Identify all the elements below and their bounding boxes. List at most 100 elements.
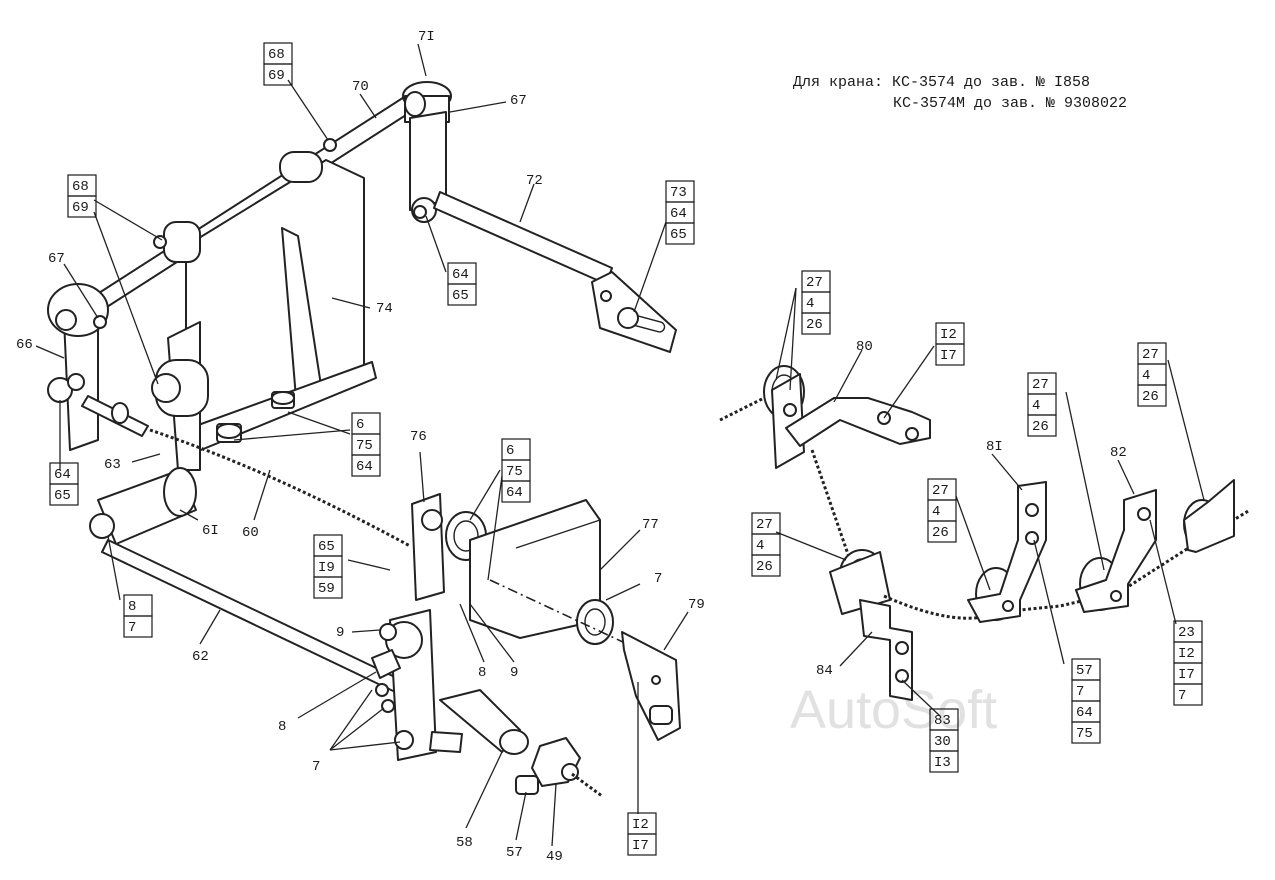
callout-box [929, 750, 959, 773]
callout-label: 4 [806, 296, 814, 312]
callout-label: 72 [526, 173, 543, 189]
callout-label: 30 [934, 734, 951, 750]
callout-box [1071, 721, 1101, 744]
callout-label: 76 [410, 429, 427, 445]
chain-60 [149, 428, 411, 548]
callout-label: 84 [816, 663, 833, 679]
lower-rod [101, 539, 419, 701]
callout-label: 67 [510, 93, 527, 109]
callout-label: 58 [456, 835, 473, 851]
callout-label: I7 [1178, 667, 1195, 683]
callout-box [1173, 683, 1203, 706]
bracket-79 [621, 631, 681, 741]
right-leaders [775, 287, 1205, 717]
callout-label: 7 [1076, 684, 1084, 700]
callout-label: 64 [452, 267, 469, 283]
callout-label: 57 [1076, 663, 1093, 679]
callout-label: 64 [670, 206, 687, 222]
callout-box [665, 222, 695, 245]
callout-label: I2 [1178, 646, 1195, 662]
callout-label: I3 [934, 755, 951, 771]
callout-label: 64 [54, 467, 71, 483]
callout-label: 27 [1142, 347, 1159, 363]
callout-label: 69 [72, 200, 89, 216]
callout-label: 9 [336, 625, 344, 641]
left-leaders [35, 43, 689, 847]
bracket-81 [967, 481, 1047, 623]
bracket-82 [1075, 489, 1157, 613]
callout-label: 26 [1032, 419, 1049, 435]
callout-box [501, 480, 531, 503]
callout-label: I2 [940, 327, 957, 343]
callout-label: 26 [756, 559, 773, 575]
callout-label: 65 [452, 288, 469, 304]
callout-box [935, 343, 965, 366]
callout-label: 26 [1142, 389, 1159, 405]
header-line-1: Для крана: КС-3574 до зав. № I858 [793, 74, 1090, 91]
callout-label: I2 [632, 817, 649, 833]
callout-label: 26 [806, 317, 823, 333]
callout-box [1027, 414, 1057, 437]
link-58 [439, 689, 521, 753]
coil-spring [576, 599, 614, 645]
callout-label: 64 [356, 459, 373, 475]
callout-box [263, 63, 293, 86]
callout-label: 66 [16, 337, 33, 353]
bracket-right [1183, 479, 1235, 553]
callout-label: 65 [670, 227, 687, 243]
callout-label: 64 [506, 485, 523, 501]
callout-label: 26 [932, 525, 949, 541]
callout-label: 79 [688, 597, 705, 613]
callout-box [67, 195, 97, 218]
callout-label: 75 [506, 464, 523, 480]
callout-label: 27 [1032, 377, 1049, 393]
callout-label: 4 [756, 538, 764, 554]
callout-label: 64 [1076, 705, 1093, 721]
callout-label: 7 [312, 759, 320, 775]
callout-label: 49 [546, 849, 563, 865]
callout-label: 23 [1178, 625, 1195, 641]
callout-label: 27 [756, 517, 773, 533]
callout-label: 8 [478, 665, 486, 681]
callout-label: 75 [1076, 726, 1093, 742]
callout-box [49, 483, 79, 506]
callout-label: 8 [128, 599, 136, 615]
callout-label: 75 [356, 438, 373, 454]
callout-label: 73 [670, 185, 687, 201]
callout-label: 63 [104, 457, 121, 473]
callout-label: 80 [856, 339, 873, 355]
left-assembly [47, 81, 681, 798]
header-line-2: КС-3574М до зав. № 9308022 [893, 95, 1127, 112]
callout-label: 7 [1178, 688, 1186, 704]
callout-label: 8I [986, 439, 1003, 455]
callout-box [123, 615, 153, 638]
callout-box [447, 283, 477, 306]
callout-box [627, 833, 657, 856]
callout-label: 69 [268, 68, 285, 84]
callout-label: 6 [356, 417, 364, 433]
callout-label: 7 [128, 620, 136, 636]
callout-label: 70 [352, 79, 369, 95]
callout-label: 8 [278, 719, 286, 735]
callout-label: I7 [632, 838, 649, 854]
callout-label: I9 [318, 560, 335, 576]
callouts: 68697I7067727364656869676465746667564646… [16, 29, 1203, 865]
callout-box [313, 576, 343, 599]
callout-label: 6I [202, 523, 219, 539]
callout-box [927, 520, 957, 543]
callout-label: 65 [318, 539, 335, 555]
callout-label: 57 [506, 845, 523, 861]
callout-label: 4 [1032, 398, 1040, 414]
callout-label: 68 [268, 47, 285, 63]
callout-label: 59 [318, 581, 335, 597]
callout-box [351, 454, 381, 477]
callout-label: 82 [1110, 445, 1127, 461]
callout-label: 4 [932, 504, 940, 520]
callout-label: 7 [654, 571, 662, 587]
callout-label: 65 [54, 488, 71, 504]
callout-label: 77 [642, 517, 659, 533]
bracket-80 [785, 397, 931, 447]
callout-box [1137, 384, 1167, 407]
callout-box [751, 554, 781, 577]
